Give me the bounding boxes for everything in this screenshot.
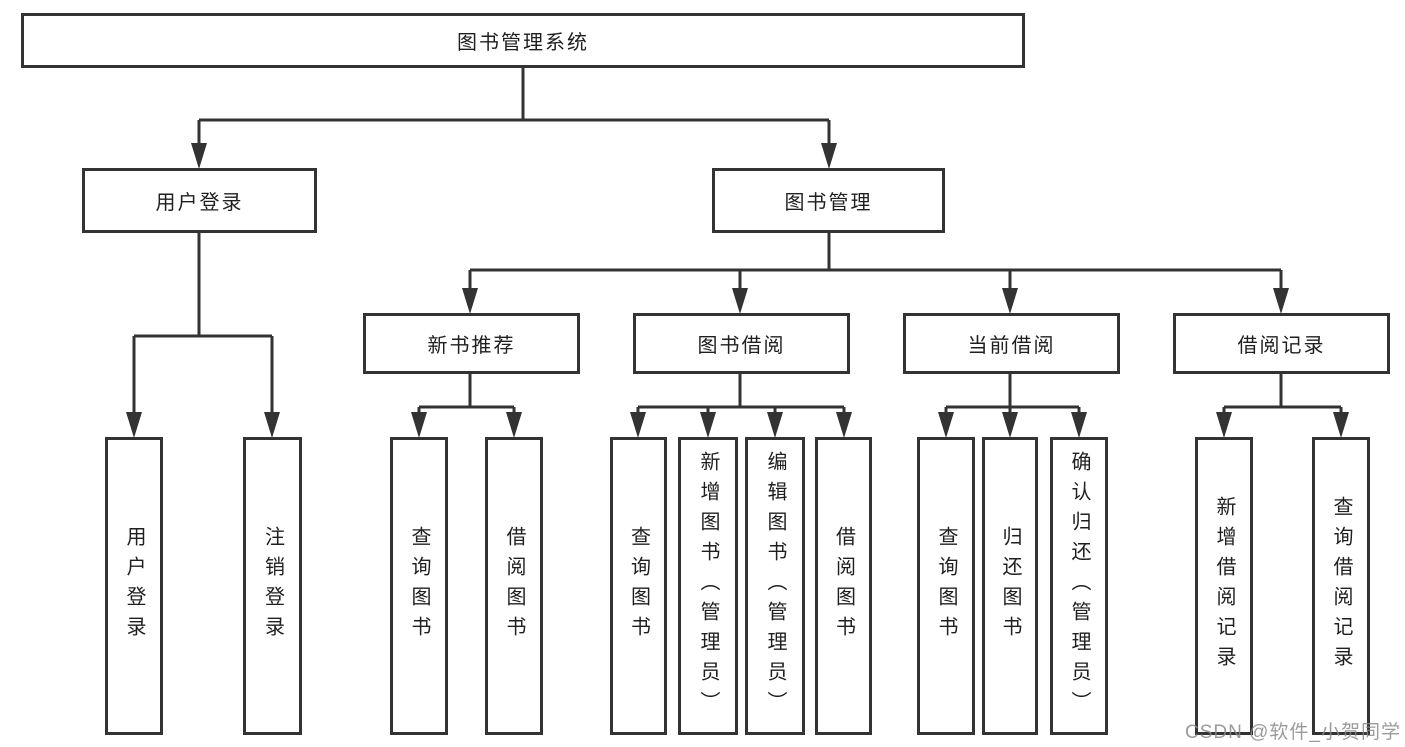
node-current-borrowing: 当前借阅 <box>903 313 1120 374</box>
leaf-user-login: 用户登录 <box>105 437 163 735</box>
arrow-down-icon <box>126 412 142 438</box>
arrow-down-icon <box>1333 412 1349 438</box>
leaf-query-books-current: 查询图书 <box>917 437 975 735</box>
arrow-down-icon <box>1002 288 1018 314</box>
arrow-down-icon <box>264 412 280 438</box>
arrow-down-icon <box>506 412 522 438</box>
arrow-down-icon <box>462 288 478 314</box>
leaf-query-borrow-record: 查询借阅记录 <box>1312 437 1370 735</box>
node-library-management-system: 图书管理系统 <box>21 13 1025 68</box>
csdn-watermark: CSDN @软件_小贺同学 <box>1185 722 1401 743</box>
node-user-login: 用户登录 <box>82 168 317 233</box>
node-new-book-recommendation: 新书推荐 <box>363 313 580 374</box>
node-book-borrowing: 图书借阅 <box>633 313 850 374</box>
leaf-query-books-recommend: 查询图书 <box>390 437 448 735</box>
arrowheads <box>126 143 1349 438</box>
leaf-add-book-admin: 新增图书（管理员） <box>678 437 738 735</box>
leaf-logout: 注销登录 <box>243 437 302 735</box>
arrow-down-icon <box>191 143 207 169</box>
arrow-down-icon <box>821 143 837 169</box>
arrow-down-icon <box>836 412 852 438</box>
arrow-down-icon <box>1216 412 1232 438</box>
leaf-return-book: 归还图书 <box>982 437 1038 735</box>
arrow-down-icon <box>767 412 783 438</box>
leaf-borrow-books-recommend: 借阅图书 <box>485 437 543 735</box>
arrow-down-icon <box>1002 412 1018 438</box>
node-borrowing-records: 借阅记录 <box>1173 313 1390 374</box>
arrow-down-icon <box>1273 288 1289 314</box>
node-book-management: 图书管理 <box>712 168 945 233</box>
arrow-down-icon <box>1071 412 1087 438</box>
arrow-down-icon <box>411 412 427 438</box>
arrow-down-icon <box>630 412 646 438</box>
leaf-borrow-books-borrowing: 借阅图书 <box>815 437 872 735</box>
arrow-down-icon <box>938 412 954 438</box>
leaf-query-books-borrowing: 查询图书 <box>610 437 667 735</box>
leaf-add-borrow-record: 新增借阅记录 <box>1195 437 1253 735</box>
leaf-confirm-return-admin: 确认归还（管理员） <box>1050 437 1108 735</box>
connector-path <box>132 68 1343 416</box>
arrow-down-icon <box>700 412 716 438</box>
leaf-edit-book-admin: 编辑图书（管理员） <box>745 437 805 735</box>
arrow-down-icon <box>732 288 748 314</box>
